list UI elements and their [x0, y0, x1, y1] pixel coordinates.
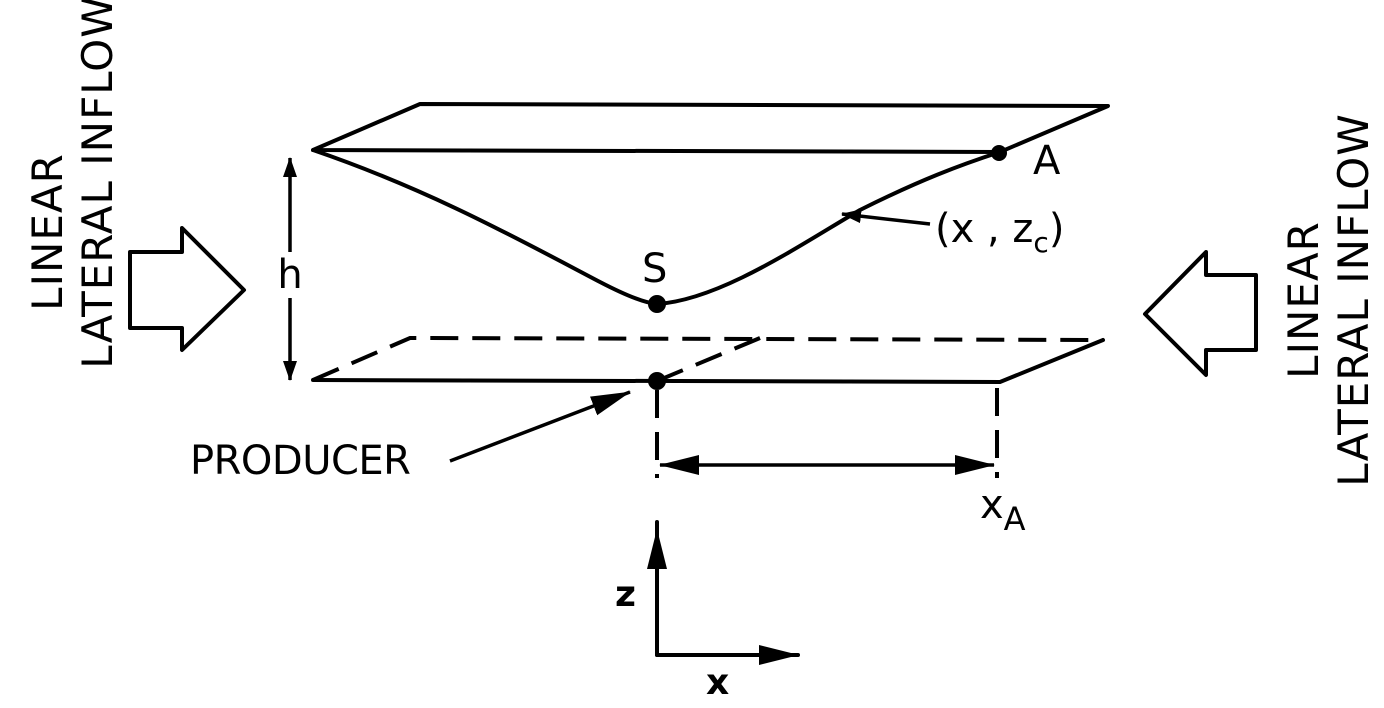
z-axis-label: z — [615, 574, 636, 615]
left-inflow-label: LINEAR LATERAL INFLOW — [23, 0, 122, 369]
xa-label-sub: A — [1004, 500, 1026, 538]
height-label-gap — [276, 252, 304, 298]
point-a-label: A — [1033, 138, 1061, 184]
top-plane — [311, 102, 1110, 154]
producer-label: PRODUCER — [190, 438, 410, 484]
right-inflow-label-line1: LINEAR — [1279, 221, 1328, 379]
right-arrow-icon — [128, 226, 246, 352]
point-s-marker — [648, 295, 666, 313]
curve-point-label: (x , zc) — [935, 206, 1064, 259]
curve-point-label-sub: c — [1033, 226, 1048, 259]
xa-label: xA — [980, 482, 1026, 538]
curve-point-label-prefix: (x , z — [935, 206, 1033, 252]
point-a-marker — [991, 145, 1007, 161]
point-s-label: S — [642, 246, 667, 292]
bottom-plane-back — [312, 335, 1104, 382]
bottom-plane-center-dash — [656, 336, 761, 383]
bottom-plane-front — [311, 338, 1105, 384]
xa-label-main: x — [980, 482, 1004, 528]
left-inflow-label-line2: LATERAL INFLOW — [73, 0, 122, 369]
right-inflow-label-line2: LATERAL INFLOW — [1329, 113, 1378, 486]
producer-marker — [648, 372, 666, 390]
curve-leader-line — [841, 209, 931, 226]
curve-point-label-suffix: ) — [1049, 206, 1065, 252]
x-axis-label: x — [706, 662, 729, 703]
height-label: h — [277, 252, 302, 298]
right-inflow-label: LINEAR LATERAL INFLOW — [1279, 113, 1378, 486]
producer-leader-line — [449, 390, 631, 463]
left-arrow-icon — [1143, 250, 1258, 377]
left-inflow-label-line1: LINEAR — [23, 153, 72, 311]
